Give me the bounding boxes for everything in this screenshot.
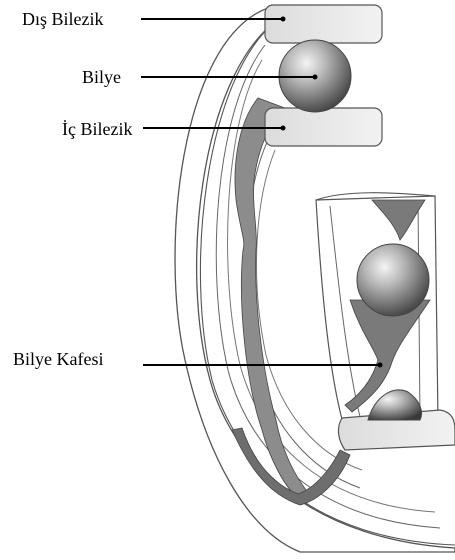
- ball-right: [357, 244, 429, 316]
- cutaway-section: [316, 193, 455, 450]
- outer-ring-section: [265, 5, 382, 43]
- ball-cage-label: Bilye Kafesi: [13, 349, 103, 369]
- ball-label: Bilye: [82, 67, 121, 87]
- outer-ring-label: Dış Bilezik: [22, 9, 104, 29]
- inner-ring-label: İç Bilezik: [62, 119, 132, 139]
